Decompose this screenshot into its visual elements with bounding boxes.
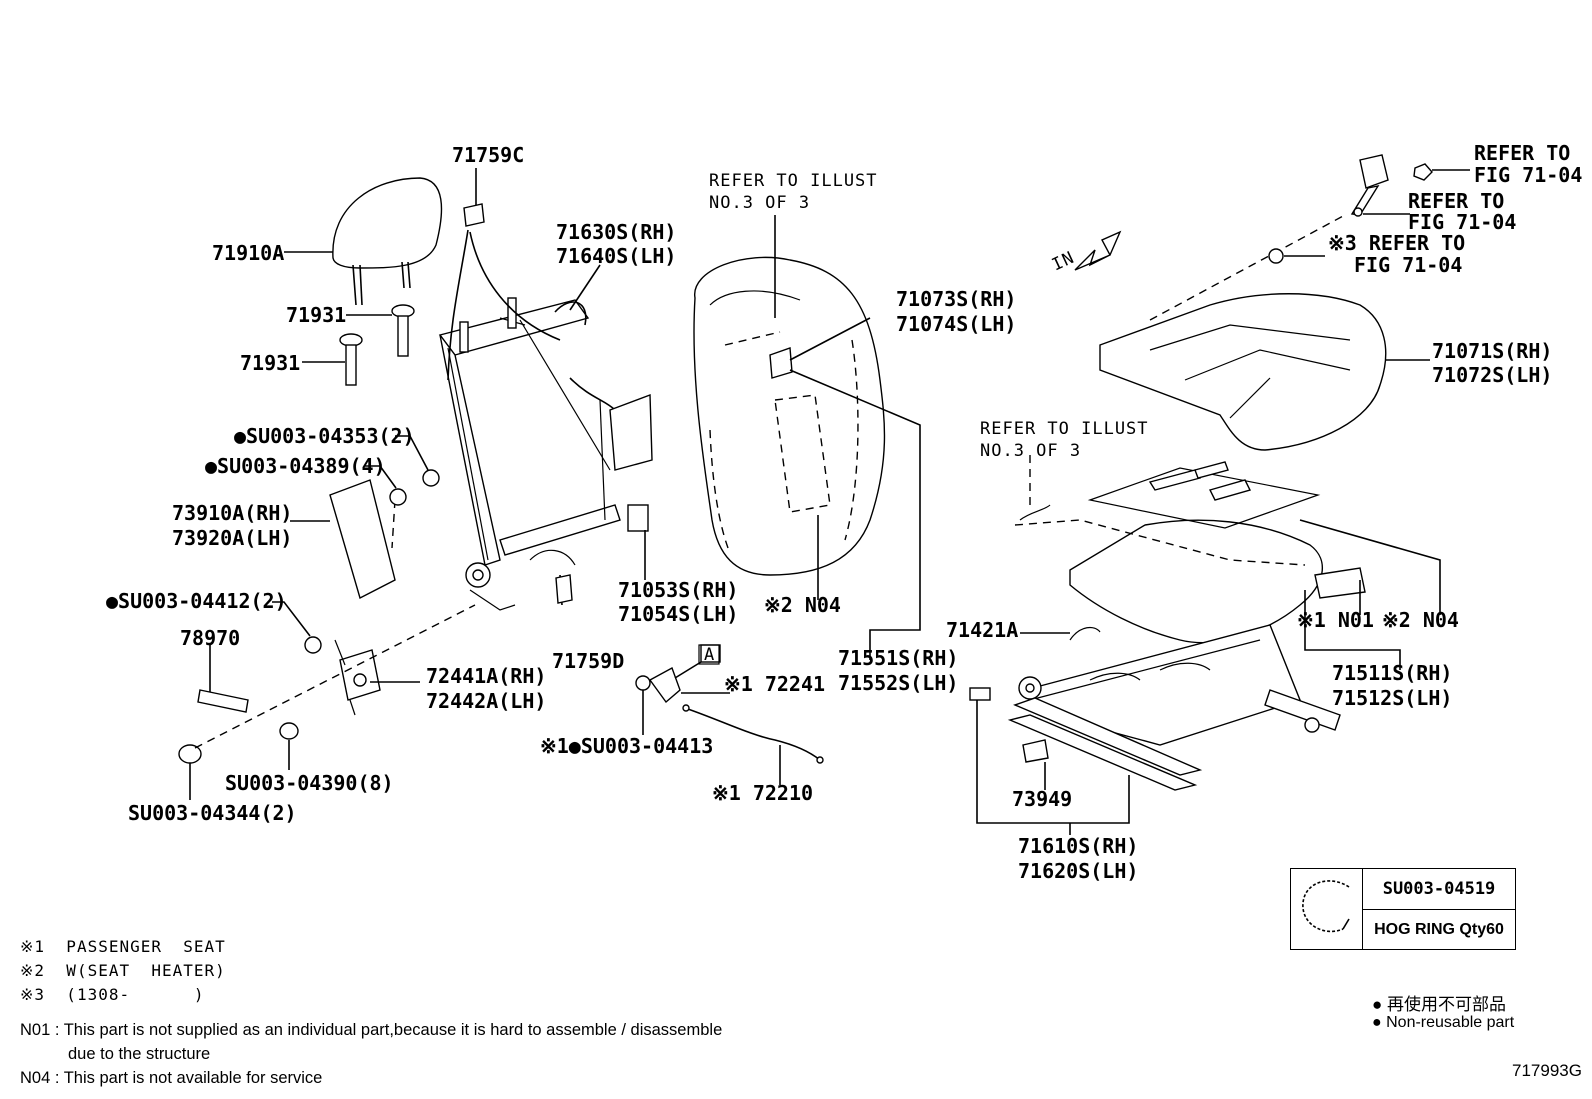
label-71512S: 71512S(LH) [1332, 686, 1452, 710]
label-71421A: 71421A [946, 618, 1018, 642]
nut-SU003-04353 [395, 435, 440, 487]
label-71054S: 71054S(LH) [618, 602, 738, 626]
seatbelt-buckle [1268, 154, 1470, 264]
recliner-72441A [334, 639, 420, 716]
label-71759C: 71759C [452, 143, 524, 167]
footnote-2: ※2 W(SEAT HEATER) [20, 961, 226, 980]
label-71071S: 71071S(RH) [1432, 339, 1552, 363]
hog-ring-icon [1302, 880, 1350, 933]
label-71620S: 71620S(LH) [1018, 859, 1138, 883]
hog-ring-image-cell [1291, 869, 1363, 949]
label-SU003-04390: SU003-04390(8) [225, 771, 394, 795]
bolt-SU003-04390 [279, 722, 299, 770]
cap-SU003-04344 [178, 744, 202, 800]
label-SU003-04413: ※1●SU003-04413 [540, 734, 713, 758]
label-N04-1: ※2 N04 [764, 593, 841, 617]
in-direction-arrow [1074, 230, 1122, 271]
guide-pin-71931-upper [346, 304, 415, 357]
label-71931-upper: 71931 [286, 303, 346, 327]
label-refer-illust-1a: REFER TO ILLUST [709, 171, 878, 191]
connector-small [969, 687, 991, 701]
label-71551S: 71551S(RH) [838, 646, 958, 670]
label-refer-illust-2b: NO.3 OF 3 [980, 441, 1081, 461]
hog-ring-part-number: SU003-04519 [1363, 869, 1515, 910]
release-lever-72241 [635, 644, 730, 704]
label-71074S: 71074S(LH) [896, 312, 1016, 336]
label-N01: ※1 N01 [1297, 608, 1374, 632]
cable-72210 [682, 704, 824, 785]
label-refer-fig-2b: FIG 71-04 [1408, 210, 1516, 234]
footnote-3: ※3 (1308- ) [20, 985, 205, 1004]
label-73910A: 73910A(RH) [172, 501, 292, 525]
hog-ring-description: HOG RING Qty60 [1374, 920, 1504, 938]
box-A-frame [698, 644, 720, 665]
label-SU003-04389: ●SU003-04389(4) [205, 454, 386, 478]
hog-ring-table: SU003-04519 HOG RING Qty60 [1290, 868, 1516, 950]
label-refer-illust-1b: NO.3 OF 3 [709, 193, 810, 213]
label-72442A: 72442A(LH) [426, 689, 546, 713]
label-71640S: 71640S(LH) [556, 244, 676, 268]
label-N04-2: ※2 N04 [1382, 608, 1459, 632]
label-71511S: 71511S(RH) [1332, 661, 1452, 685]
label-in: IN [1049, 248, 1078, 276]
wire-harness-2 [469, 231, 561, 341]
label-71910A: 71910A [212, 241, 284, 265]
wire-harness [447, 229, 469, 381]
side-cover-73910A [290, 479, 396, 600]
bracket-78970 [197, 644, 249, 713]
clip-71759C [463, 168, 485, 227]
label-SU003-04353: ●SU003-04353(2) [234, 424, 415, 448]
label-SU003-04344: SU003-04344(2) [128, 801, 297, 825]
footnote-N04: N04 : This part is not available for ser… [20, 1069, 323, 1087]
label-71552S: 71552S(LH) [838, 671, 958, 695]
nut-SU003-04389 [365, 465, 407, 506]
guide-pin-71931-lower [302, 333, 363, 386]
label-refer-fig-3a: ※3 REFER TO [1328, 231, 1465, 255]
seat-cushion-cover-71071S [1099, 214, 1430, 451]
label-71073S: 71073S(RH) [896, 287, 1016, 311]
seat-cushion-pad-71511S [1014, 461, 1441, 670]
legend-en: ● Non-reusable part [1372, 1014, 1515, 1031]
label-refer-fig-1a: REFER TO [1474, 141, 1570, 165]
label-71630S: 71630S(RH) [556, 220, 676, 244]
legend-jp: ● 再使用不可部品 [1372, 995, 1506, 1014]
figure-id: 717993G [1512, 1061, 1582, 1080]
box-label-A: A [704, 645, 715, 665]
label-72241: ※1 72241 [724, 672, 825, 696]
label-refer-fig-1b: FIG 71-04 [1474, 163, 1582, 187]
label-78970: 78970 [180, 626, 240, 650]
label-refer-fig-3b: FIG 71-04 [1354, 253, 1462, 277]
label-73920A: 73920A(LH) [172, 526, 292, 550]
footnote-N01-cont: due to the structure [68, 1045, 211, 1063]
label-71931-lower: 71931 [240, 351, 300, 375]
label-71072S: 71072S(LH) [1432, 363, 1552, 387]
leader-71551S [789, 369, 921, 660]
headrest-71910A [284, 177, 443, 306]
axis-line-1 [194, 604, 476, 749]
seatback-cover [693, 215, 886, 576]
footnote-1: ※1 PASSENGER SEAT [20, 937, 226, 956]
nut-SU003-04412 [272, 601, 322, 654]
label-SU003-04412: ●SU003-04412(2) [106, 589, 287, 613]
label-refer-fig-2a: REFER TO [1408, 189, 1504, 213]
label-72441A: 72441A(RH) [426, 664, 546, 688]
label-73949: 73949 [1012, 787, 1072, 811]
label-71610S: 71610S(RH) [1018, 834, 1138, 858]
label-71053S: 71053S(RH) [618, 578, 738, 602]
label-71759D: 71759D [552, 649, 624, 673]
label-72210: ※1 72210 [712, 781, 813, 805]
seat-frame-71610S [1007, 624, 1341, 791]
footnote-N01: N01 : This part is not supplied as an in… [20, 1021, 723, 1039]
leader-71610S [976, 700, 1130, 824]
label-refer-illust-2a: REFER TO ILLUST [980, 419, 1149, 439]
seatback-frame-71630S [438, 264, 653, 611]
clip-73949 [1022, 739, 1049, 790]
